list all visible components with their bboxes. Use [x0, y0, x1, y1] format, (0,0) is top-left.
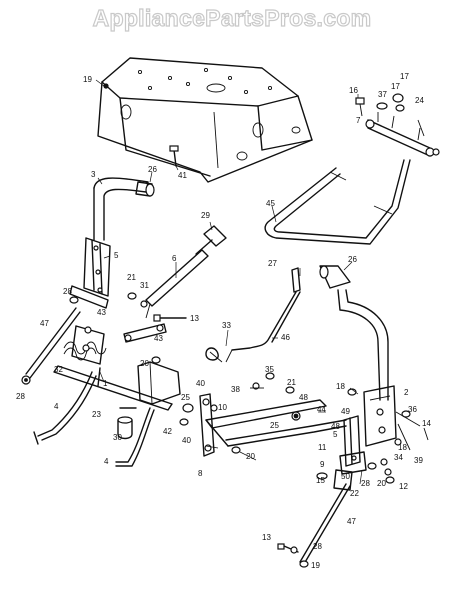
callout-13: 13	[190, 314, 199, 323]
callout-40: 40	[182, 436, 191, 445]
bracket-5	[69, 237, 111, 309]
callout-46: 46	[281, 333, 290, 342]
callout-28: 28	[16, 392, 25, 401]
callout-31: 31	[140, 281, 149, 290]
handle-6	[145, 225, 227, 319]
callout-47: 47	[347, 517, 356, 526]
callout-20: 20	[377, 479, 386, 488]
callout-19: 19	[311, 561, 320, 570]
control-rod-46	[205, 267, 301, 363]
callout-43: 43	[154, 334, 163, 343]
callout-14: 14	[422, 419, 431, 428]
callout-27: 27	[268, 259, 277, 268]
callout-4: 4	[104, 457, 109, 466]
callout-37: 37	[378, 90, 387, 99]
callout-5: 5	[333, 430, 338, 439]
callout-24: 24	[415, 96, 424, 105]
callout-26: 26	[148, 165, 157, 174]
callout-6: 6	[172, 254, 177, 263]
watermark-text: AppliancePartsPros.com	[93, 5, 372, 31]
callout-17: 17	[400, 72, 409, 81]
callout-28: 28	[361, 479, 370, 488]
callout-33: 33	[222, 321, 231, 330]
leader-lines	[95, 79, 363, 485]
callout-45: 45	[266, 199, 275, 208]
callout-28: 28	[63, 287, 72, 296]
callout-43: 43	[97, 308, 106, 317]
spring-32	[63, 325, 107, 365]
callout-8: 8	[198, 469, 203, 478]
callout-12: 12	[399, 482, 408, 491]
callout-10: 10	[218, 403, 227, 412]
callout-44: 44	[317, 405, 326, 414]
callout-42: 42	[163, 427, 172, 436]
callout-4: 4	[54, 402, 59, 411]
bushing-30	[117, 407, 137, 440]
callout-13: 13	[262, 533, 271, 542]
lever-2	[337, 289, 421, 451]
callout-16: 16	[349, 86, 358, 95]
callout-39: 39	[414, 456, 423, 465]
rod-4-middle	[115, 407, 155, 467]
bolt-41	[169, 145, 179, 167]
rod-4-lower	[33, 371, 97, 445]
lever-3	[93, 177, 155, 241]
callout-18: 18	[336, 382, 345, 391]
callout-11: 11	[318, 443, 327, 452]
rod-47-right	[277, 483, 351, 568]
callout-18: 18	[398, 443, 407, 452]
callout-36: 36	[408, 405, 417, 414]
callout-23: 23	[92, 410, 101, 419]
rod-45	[264, 159, 411, 245]
callout-3: 3	[91, 170, 96, 179]
callout-28: 28	[313, 542, 322, 551]
callout-2: 2	[404, 388, 409, 397]
callout-29: 29	[201, 211, 210, 220]
callout-40: 40	[196, 379, 205, 388]
callout-7: 7	[356, 116, 361, 125]
callout-15: 15	[316, 476, 325, 485]
rod-47-left	[21, 296, 81, 385]
callout-labels: 19 41 16 17 37 17 24 7 26 3 45 29 5 21 3…	[16, 72, 431, 570]
callout-9: 9	[320, 460, 325, 469]
callout-17: 17	[391, 82, 400, 91]
callout-41: 41	[178, 171, 187, 180]
callout-5: 5	[114, 251, 119, 260]
callout-1: 1	[103, 379, 108, 388]
callout-25: 25	[181, 393, 190, 402]
callout-25: 25	[270, 421, 279, 430]
callout-30: 30	[113, 433, 122, 442]
callout-38: 38	[231, 385, 240, 394]
bracket-49	[316, 415, 367, 491]
callout-49: 49	[341, 407, 350, 416]
hardware-21-31-13	[127, 292, 187, 322]
callout-21: 21	[127, 273, 136, 282]
hardware-16-17-37-24	[355, 93, 440, 156]
callout-19: 19	[83, 75, 92, 84]
grip-26	[319, 265, 351, 289]
callout-21: 21	[287, 378, 296, 387]
hardware-right	[347, 388, 429, 484]
cross-shaft-1	[53, 323, 194, 426]
callout-35: 35	[265, 365, 274, 374]
chassis-plate	[97, 57, 313, 183]
callout-48: 48	[299, 393, 308, 402]
callout-32: 32	[54, 365, 63, 374]
lever-8	[199, 393, 241, 457]
callout-50: 50	[341, 472, 350, 481]
callout-34: 34	[394, 453, 403, 462]
callout-20: 20	[246, 452, 255, 461]
callout-26: 26	[348, 255, 357, 264]
callout-48: 48	[331, 422, 340, 431]
callout-22: 22	[350, 489, 359, 498]
callout-20: 20	[140, 359, 149, 368]
pivot-shaft-7	[365, 112, 435, 157]
callout-47: 47	[40, 319, 49, 328]
